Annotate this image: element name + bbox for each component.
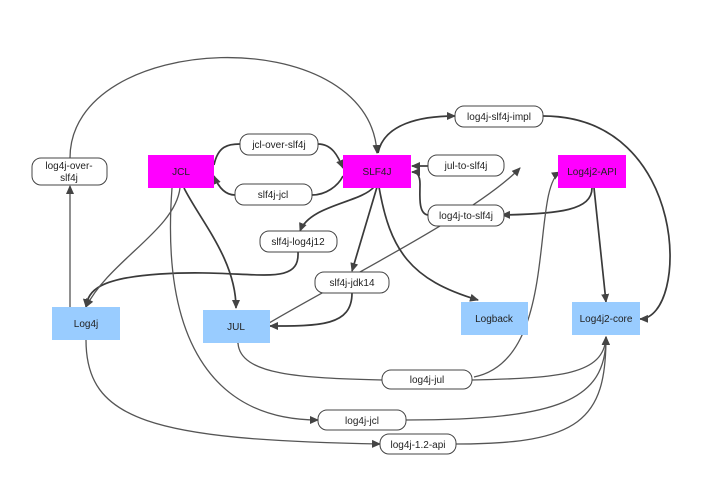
node-slf4j[interactable]: SLF4J (343, 155, 411, 188)
adapter-log4j-jcl-label: log4j-jcl (345, 416, 379, 427)
adapter-jcl-over-slf4j[interactable]: jcl-over-slf4j (239, 133, 319, 156)
adapter-log4j-over-slf4j-label-1: log4j-over- (45, 161, 92, 172)
node-jcl[interactable]: JCL (148, 155, 214, 188)
adapter-slf4j-jdk14[interactable]: slf4j-jdk14 (314, 271, 390, 294)
edge-log4j-to-log4j-1-2-api (85, 339, 381, 448)
adapter-log4j-over-slf4j-label-2: slf4j (60, 173, 78, 184)
adapter-log4j-jul[interactable]: log4j-jul (381, 369, 473, 390)
edge-slf4j-log4j12-to-log4j (82, 251, 299, 308)
node-log4j2-api[interactable]: Log4j2-API (558, 155, 626, 188)
node-log4j2-api-label: Log4j2-API (567, 167, 616, 178)
node-log4j2-core-label: Log4j2-core (580, 314, 633, 325)
edge-slf4j-to-slf4j-log4j12 (299, 186, 375, 232)
node-logback-label: Logback (475, 314, 514, 325)
node-logback[interactable]: Logback (461, 302, 528, 335)
adapter-log4j-slf4j-impl-label: log4j-slf4j-impl (467, 112, 531, 123)
node-jcl-label: JCL (172, 167, 190, 178)
adapter-log4j-1-2-api-label: log4j-1.2-api (390, 440, 445, 451)
adapter-log4j-1-2-api[interactable]: log4j-1.2-api (379, 433, 457, 455)
edge-log4j2-api-to-log4j-to-slf4j (501, 187, 593, 219)
edge-jcl-to-jcl-over-slf4j (213, 143, 241, 166)
edge-slf4j-to-slf4j-jdk14 (350, 186, 378, 272)
adapter-log4j-over-slf4j[interactable]: log4j-over- slf4j (31, 157, 108, 186)
adapter-slf4j-jcl-label: slf4j-jcl (258, 190, 289, 201)
edge-log4j-jcl-to-log4j2-core (405, 336, 610, 421)
adapter-log4j-to-slf4j-label: log4j-to-slf4j (439, 211, 493, 222)
edge-log4j2-api-to-log4j2-core (593, 187, 610, 303)
edge-log4j-over-slf4j-to-slf4j (69, 56, 381, 159)
node-jul[interactable]: JUL (203, 310, 270, 343)
adapter-log4j-jul-label: log4j-jul (410, 375, 444, 386)
edge-log4j-jul-to-log4j2-core (471, 336, 610, 381)
adapter-log4j-to-slf4j[interactable]: log4j-to-slf4j (427, 204, 505, 227)
edge-log4j-1-2-api-to-log4j2-core (455, 336, 610, 445)
adapter-log4j-slf4j-impl[interactable]: log4j-slf4j-impl (454, 105, 544, 128)
edge-log4j-slf4j-impl-to-log4j2-core (542, 115, 671, 323)
node-log4j[interactable]: Log4j (52, 307, 120, 340)
edge-slf4j-to-slf4j-jcl (311, 175, 344, 196)
adapter-jul-to-slf4j[interactable]: jul-to-slf4j (427, 154, 505, 177)
edge-jul-to-log4j-jul (237, 342, 383, 381)
edge-log4j-jul-to-log4j2-api (473, 171, 561, 378)
edge-slf4j-to-logback (378, 186, 479, 302)
adapter-jcl-over-slf4j-label: jcl-over-slf4j (251, 140, 305, 151)
adapter-log4j-jcl[interactable]: log4j-jcl (317, 409, 407, 431)
adapter-slf4j-log4j12[interactable]: slf4j-log4j12 (259, 230, 338, 253)
adapter-jul-to-slf4j-label: jul-to-slf4j (444, 161, 488, 172)
edge-log4j-to-slf4j-to-slf4j (411, 168, 429, 216)
adapter-slf4j-log4j12-label: slf4j-log4j12 (271, 237, 325, 248)
edge-jcl-to-jul (183, 187, 240, 309)
node-log4j2-core[interactable]: Log4j2-core (572, 302, 640, 335)
edge-jcl-over-slf4j-to-slf4j (317, 143, 344, 169)
edge-slf4j-jcl-to-jcl (213, 175, 236, 196)
edge-jcl-to-log4j-jcl (169, 187, 319, 424)
edge-slf4j-jdk14-to-jul (269, 292, 353, 330)
node-log4j-label: Log4j (74, 319, 98, 330)
node-slf4j-label: SLF4J (363, 167, 392, 178)
edges (66, 56, 671, 448)
adapter-slf4j-jcl[interactable]: slf4j-jcl (234, 183, 313, 206)
edge-slf4j-to-log4j-slf4j-impl (377, 112, 456, 154)
adapter-slf4j-jdk14-label: slf4j-jdk14 (329, 278, 374, 289)
edge-jcl-to-log4j (85, 187, 181, 308)
node-jul-label: JUL (227, 322, 245, 333)
